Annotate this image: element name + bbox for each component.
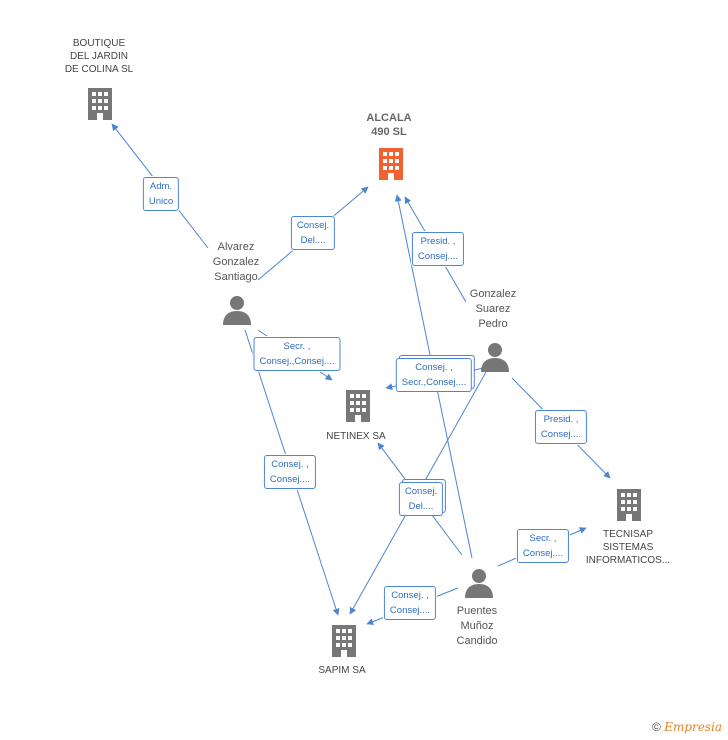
edge-label-gonzalez-netinex[interactable]: Consej. , Secr.,Consej.... — [395, 358, 473, 392]
building-icon[interactable] — [328, 623, 360, 659]
brand-name: Empresia — [664, 720, 722, 734]
edge-label-alvarez-alcala[interactable]: Consej. Del.... — [290, 216, 336, 250]
puentes-label[interactable]: Puentes Muñoz Candido — [456, 605, 498, 647]
building-icon[interactable] — [84, 86, 116, 122]
sapim-label[interactable]: SAPIM SA — [318, 665, 366, 676]
person-icon[interactable] — [480, 342, 510, 372]
boutique-label[interactable]: BOUTIQUE DEL JARDIN DE COLINA SL — [64, 38, 134, 75]
tecnisap-label[interactable]: TECNISAP SISTEMAS INFORMATICOS... — [585, 529, 671, 566]
alvarez-label[interactable]: Alvarez Gonzalez Santiago — [212, 241, 260, 283]
gonzalez-label[interactable]: Gonzalez Suarez Pedro — [469, 288, 517, 330]
footer-brand[interactable]: © Empresia — [652, 720, 722, 734]
edge-label-puentes-tecnisap[interactable]: Secr. , Consej.... — [516, 529, 570, 563]
copyright-icon: © — [652, 720, 661, 734]
person-icon[interactable] — [464, 568, 494, 598]
edge-label-gonzalez-tecnisap[interactable]: Presid. , Consej.... — [534, 410, 588, 444]
person-icon[interactable] — [222, 295, 252, 325]
edge-label-alvarez-sapim[interactable]: Consej. , Consej.... — [263, 455, 317, 489]
edge-label-puentes-netinex[interactable]: Consej. Del.... — [398, 482, 444, 516]
building-icon[interactable] — [613, 487, 645, 523]
building-icon[interactable] — [342, 388, 374, 424]
edge-label-alvarez-netinex[interactable]: Secr. , Consej.,Consej.... — [253, 337, 341, 371]
edge-label-adm-unico[interactable]: Adm. Unico — [142, 177, 180, 211]
focus-building-icon[interactable] — [375, 146, 407, 182]
alcala-label[interactable]: ALCALA 490 SL — [366, 112, 412, 138]
edge-label-gonzalez-alcala[interactable]: Presid. , Consej.... — [411, 232, 465, 266]
edge-label-puentes-sapim[interactable]: Consej. , Consej.... — [383, 586, 437, 620]
netinex-label[interactable]: NETINEX SA — [326, 431, 386, 442]
